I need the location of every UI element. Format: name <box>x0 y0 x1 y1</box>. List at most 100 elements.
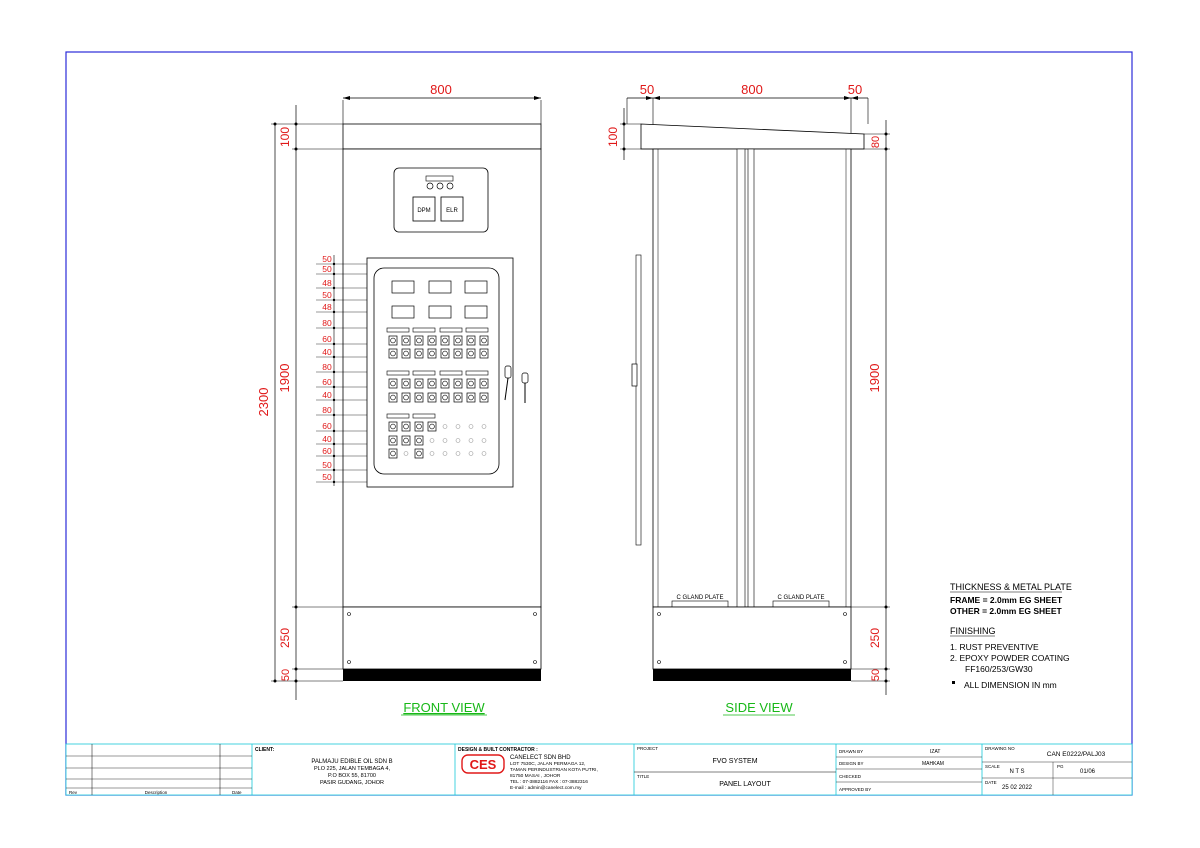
side-body-dim: 1900 <box>867 364 882 393</box>
mcb-breaker <box>479 335 489 346</box>
blank-cover <box>442 424 448 429</box>
rail-dim-label: 50 <box>322 254 332 264</box>
side-view-title: SIDE VIEW <box>725 700 793 715</box>
rail-dim-label: 48 <box>322 302 332 312</box>
pg: 01/06 <box>1080 769 1096 775</box>
mcb-breaker <box>427 348 437 359</box>
mcb-breaker <box>427 421 437 432</box>
mcb-breaker <box>401 378 411 389</box>
blank-cover <box>442 451 448 456</box>
mcb-breaker <box>453 335 463 346</box>
mcb-breaker <box>440 392 450 403</box>
design-by: MAHKAM <box>922 761 944 767</box>
blank-cover <box>468 424 474 429</box>
blank-cover <box>455 424 461 429</box>
side-right-overhang-dim: 50 <box>848 82 862 97</box>
client-line-4: PASIR GUDANG, JOHOR <box>320 780 384 786</box>
mcb-breaker <box>453 378 463 389</box>
contractor-logo: CES <box>461 754 505 774</box>
drawing-title: PANEL LAYOUT <box>719 781 771 788</box>
label-strip <box>439 327 463 333</box>
label-strip <box>465 370 489 376</box>
blank-cover <box>455 438 461 443</box>
mcb-breaker <box>388 378 398 389</box>
contractor-line-1: CANELECT SDN BHD <box>510 755 571 761</box>
project-label: PROJECT <box>637 746 658 751</box>
checked-label: CHECKED <box>839 774 862 779</box>
mcb-breaker <box>401 348 411 359</box>
mcb-breaker <box>388 448 398 459</box>
rail-dim-label: 60 <box>322 334 332 344</box>
blank-cover <box>403 451 409 456</box>
side-plinth-dim: 50 <box>870 669 882 681</box>
design-by-label: DESIGN BY <box>839 761 864 766</box>
contractor-line-4: 81750 MASAI , JOHOR <box>510 773 561 779</box>
mcb-breaker <box>466 348 476 359</box>
mcb-breaker <box>401 435 411 446</box>
drawing-no: CAN E0222/PALJ03 <box>1047 751 1106 758</box>
drawing-no-label: DRAWING NO <box>985 746 1015 751</box>
notes-frame: FRAME = 2.0mm EG SHEET <box>950 595 1063 605</box>
scale-label: SCALE <box>985 764 1000 769</box>
mcb-breaker <box>388 421 398 432</box>
rail-dim-label: 48 <box>322 278 332 288</box>
notes-item-1: 1. RUST PREVENTIVE <box>950 642 1039 652</box>
rail-dim-label: 80 <box>322 405 332 415</box>
front-view-title: FRONT VIEW <box>403 700 485 715</box>
svg-text:CES: CES <box>470 757 497 772</box>
gland-plate-left <box>671 600 729 608</box>
mcb-breaker <box>440 348 450 359</box>
mcb-breaker <box>388 348 398 359</box>
notes-other: OTHER = 2.0mm EG SHEET <box>950 606 1063 616</box>
gland-plate-left-label: C GLAND PLATE <box>677 595 724 601</box>
rail-dim-label: 50 <box>322 290 332 300</box>
label-strip <box>386 370 410 376</box>
scale: N T S <box>1009 769 1024 775</box>
blank-cover <box>481 424 487 429</box>
front-top-cap <box>342 123 542 150</box>
mcb-breaker <box>479 392 489 403</box>
side-width-dim: 800 <box>741 82 763 97</box>
side-handle-icon <box>631 363 638 387</box>
mcb-breaker <box>466 335 476 346</box>
side-base <box>652 606 852 670</box>
label-strip <box>412 370 436 376</box>
notes-item-2: 2. EPOXY POWDER COATING <box>950 653 1070 663</box>
blank-cover <box>481 438 487 443</box>
front-base <box>342 606 542 670</box>
mcb-breaker <box>440 378 450 389</box>
mcb-breaker <box>414 335 424 346</box>
rail-dim-label: 40 <box>322 347 332 357</box>
drawn-by-label: DRAWN BY <box>839 749 863 754</box>
notes-item-2b: FF160/253/GW30 <box>965 664 1033 674</box>
blank-cover <box>429 451 435 456</box>
date-label: DATE <box>985 780 997 785</box>
mcb-breaker <box>453 348 463 359</box>
rail-dim-label: 50 <box>322 460 332 470</box>
client-label: CLIENT: <box>255 747 275 753</box>
contractor-label: DESIGN & BUILT CONTRACTOR : <box>458 747 538 753</box>
notes-heading-thickness: THICKNESS & METAL PLATE <box>950 582 1072 592</box>
rail-dim-label: 50 <box>322 472 332 482</box>
rail-dim-label: 80 <box>322 362 332 372</box>
rail-dim-label: 60 <box>322 446 332 456</box>
mcb-breaker <box>479 348 489 359</box>
client-line-3: P.O BOX 55, 81700 <box>328 773 376 779</box>
rail-dim-label: 60 <box>322 421 332 431</box>
mcb-breaker <box>401 421 411 432</box>
contractor-line-5: TEL : 07-3882116 FAX : 07-3882316 <box>510 779 588 785</box>
mcb-breaker <box>401 335 411 346</box>
label-strip <box>412 327 436 333</box>
mcb-breaker <box>427 392 437 403</box>
breaker-rows <box>386 327 489 459</box>
mcb-breaker <box>414 421 424 432</box>
label-strip <box>386 413 410 419</box>
rail-dim-label: 40 <box>322 390 332 400</box>
blank-cover <box>468 451 474 456</box>
label-strip <box>412 413 436 419</box>
client-line-2: PLO 225, JALAN TEMBAGA 4, <box>314 766 390 772</box>
blank-cover <box>468 438 474 443</box>
notes-heading-finishing: FINISHING <box>950 626 996 636</box>
label-strip <box>386 327 410 333</box>
